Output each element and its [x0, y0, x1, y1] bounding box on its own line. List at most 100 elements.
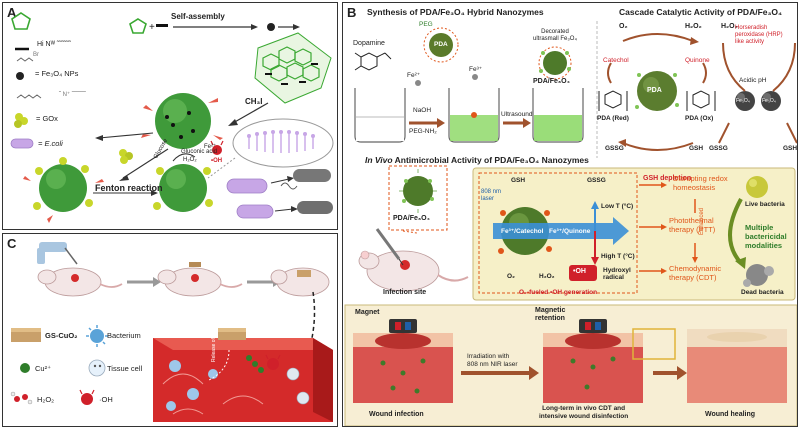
- bacterial-membrane-inset: [207, 118, 334, 179]
- long-term-label: Long-term in vivo CDT and intensive woun…: [539, 405, 629, 420]
- pda-fe3o4-box-label: PDA/Fe₃O₄: [393, 215, 430, 222]
- beaker-3: [532, 88, 584, 143]
- ecoli-bacterium-dead: [297, 201, 333, 214]
- naoh-label: NaOH: [413, 107, 432, 114]
- quinone-label: Quinone: [685, 57, 710, 64]
- pda-fe3o4-sphere-icon: [543, 51, 567, 75]
- chain2-legend-label: ˜ N⁺ ˜˜˜˜˜˜˜: [59, 92, 86, 98]
- tissue-cell-label: Tissue cell: [107, 364, 143, 373]
- infected-tissue-block: [153, 328, 333, 422]
- chemodynamic-label: Chemodynamic therapy (CDT): [669, 264, 722, 282]
- ch3i-label: CH₃I: [245, 97, 263, 106]
- pda-ox-label: PDA (Ox): [685, 115, 714, 122]
- peg-nh2-label: PEG-NH₂: [409, 128, 437, 135]
- mechanism-inner-box: [478, 172, 638, 294]
- pentagon-icon: [11, 12, 31, 30]
- bar-icon: [156, 24, 168, 27]
- dopamine-label: Dopamine: [353, 40, 385, 47]
- invivo-title-rest: Antimicrobial Activity of PDA/Fe₃O₄ Nano…: [392, 155, 589, 165]
- acidic-ph-label: Acidic pH: [739, 77, 767, 84]
- ecoli-legend-label: = E.coli: [38, 139, 63, 148]
- bacteria-in-tissue: [166, 360, 218, 411]
- invivo-gssg-label: GSSG: [587, 177, 606, 184]
- fe3o4-icon: [16, 72, 24, 80]
- invivo-title: In Vivo Antimicrobial Activity of PDA/Fe…: [365, 155, 589, 165]
- panel-a: A +: [2, 2, 338, 230]
- dead-bacteria-icon: [743, 264, 774, 287]
- gsh-depletion-label: GSH depletion: [643, 175, 692, 182]
- nanoparticle-sphere-middle: [141, 93, 223, 149]
- bacterium-label: Bacterium: [107, 331, 141, 340]
- oh-radical-label: •OH: [211, 158, 223, 164]
- panel-c: C: [2, 233, 338, 427]
- peg-shell: [423, 27, 459, 63]
- beaker-1: [354, 88, 406, 143]
- cu2-icon: [20, 363, 30, 373]
- catechol-structure: [598, 90, 628, 111]
- cascade-h2o2-label: H₂O₂: [685, 23, 702, 30]
- fe3o4-label-1: Fe₃O₄: [736, 98, 750, 104]
- disrupting-label: Disrupting redox homeostasis: [673, 174, 728, 192]
- mouse-icon: [157, 262, 243, 297]
- bacterium-icon: [86, 325, 108, 347]
- fe3o4-legend-label: = Fe₃O₄ NPs: [35, 69, 79, 78]
- live-bacteria-icon: [746, 176, 768, 198]
- synthesis-title: Synthesis of PDA/Fe₃O₄ Hybrid Nanozymes: [367, 7, 544, 17]
- live-bacteria-label: Live bacteria: [745, 201, 785, 208]
- gs-cuo2-icon: [11, 330, 41, 342]
- infection-site-label: Infection site: [383, 289, 427, 296]
- nanoparticle-fenton-sphere: [153, 164, 213, 212]
- pda-sphere-icon: [429, 33, 453, 57]
- br-label: Br: [33, 52, 39, 58]
- gssg-label-2: GSSG: [709, 145, 728, 152]
- laser-label: 808 nm laser: [481, 189, 502, 202]
- dead-bacteria-label: Dead bacteria: [741, 289, 784, 296]
- dopamine-structure: [354, 52, 392, 71]
- wound-infection-label: Wound infection: [369, 411, 424, 418]
- peg-label: PEG: [419, 21, 433, 28]
- fe-catechol-label: Fe³⁺/Catechol: [501, 228, 544, 235]
- cascade-h2o2-hrp-label: H₂O₂: [721, 23, 738, 30]
- hybrid-label: PDA/Fe₃O₄: [533, 78, 570, 85]
- nanoparticle-gox-sphere-left: [23, 157, 104, 223]
- dot-icon: [267, 23, 275, 31]
- ecoli-bacterium-live: [236, 204, 274, 219]
- gox-icon: [14, 113, 28, 128]
- mouse-icon: [270, 267, 330, 297]
- panel-c-label: C: [7, 236, 17, 251]
- h2o2-molecule-icon: [10, 391, 33, 405]
- magnet-label: Magnet: [355, 309, 380, 316]
- fe2-label: Fe²⁺: [407, 72, 421, 79]
- pda-label: PDA: [434, 41, 448, 48]
- wound-infection-tissue: [353, 319, 453, 403]
- hrp-label: Horseradish peroxidase (HRP) like activi…: [735, 25, 783, 45]
- hydroxyl-devil-icon: [265, 354, 281, 370]
- wound-healed-tissue: [687, 329, 787, 403]
- low-t-label: Low T (°C): [601, 203, 634, 210]
- invivo-oh-label: •OH: [573, 268, 586, 275]
- invivo-title-prefix: In Vivo: [365, 155, 393, 165]
- fe3o4-label-2: Fe₃O₄: [762, 98, 776, 104]
- wound-retention-tissue: [543, 319, 676, 403]
- high-t-label: High T (°C): [601, 253, 635, 260]
- gsh-label-2: GSH: [783, 145, 798, 152]
- gs-cuo2-label: GS-CuO₂: [45, 331, 78, 340]
- mechanism-box: [472, 167, 796, 301]
- pentagon-icon: [129, 18, 147, 34]
- hydroxyl-radical-label: Hydroxyl radical: [603, 267, 631, 281]
- gluconic-acid-label: Gluconic acid: [181, 149, 218, 155]
- surgery-hand-icon: [37, 242, 78, 265]
- gox-cluster: [119, 149, 133, 164]
- ultrasound-label: Ultrasound: [501, 111, 533, 118]
- chain-legend-label: Hi Nᵂ ˜˜˜˜˜˜: [37, 41, 71, 48]
- fe3-label: Fe³⁺: [469, 66, 483, 73]
- hex-sheet-icon: [254, 32, 332, 104]
- wound-healing-label: Wound healing: [705, 411, 756, 418]
- fenton-reaction-label: Fenton reaction: [95, 183, 163, 193]
- gsh-label-1: GSH: [689, 145, 704, 152]
- multiple-modalities-label: Multiple bactericidal modalities: [745, 223, 787, 250]
- oh-label: ·OH: [99, 395, 113, 404]
- tissue-cell-icon: [88, 359, 106, 377]
- svg-text:+: +: [149, 22, 155, 33]
- self-assembly-label: Self-assembly: [171, 12, 225, 21]
